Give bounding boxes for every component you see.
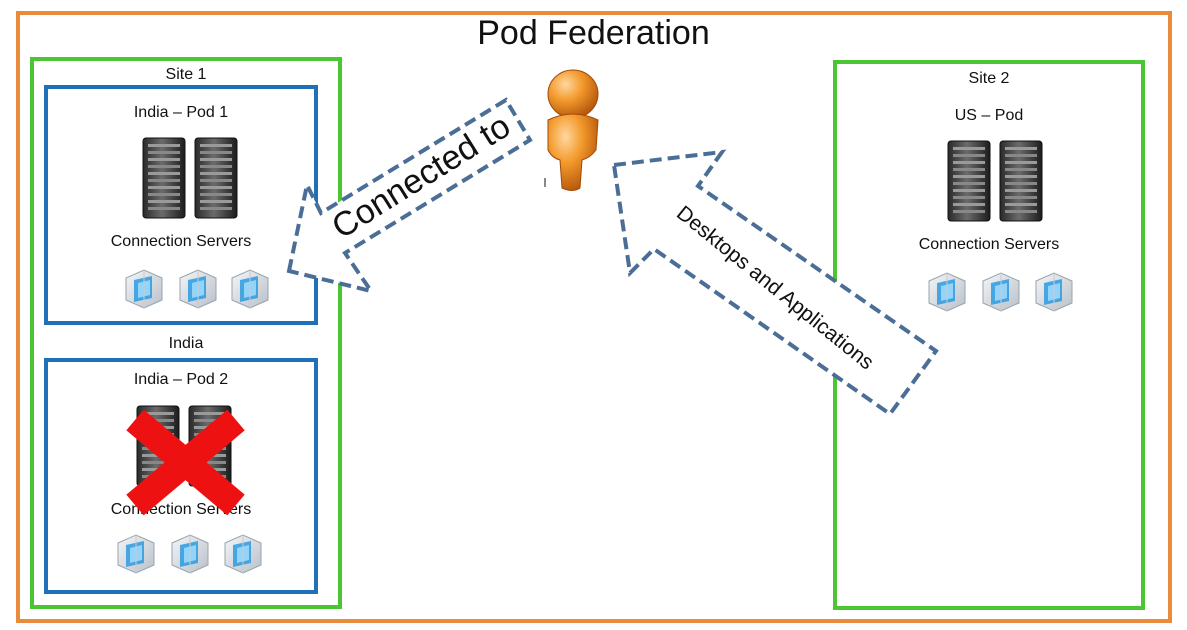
failure-x-icon <box>126 409 245 516</box>
diagram-title: Pod Federation <box>477 14 710 52</box>
virtual-desktop-icon <box>224 534 262 574</box>
site-1-box <box>30 57 342 609</box>
virtual-desktop-icon <box>125 269 163 309</box>
us-pod-servers-label: Connection Servers <box>918 236 1060 253</box>
connected-arrow <box>286 97 533 295</box>
user-icon <box>547 69 599 191</box>
india-pod-2-label: India – Pod 2 <box>133 371 229 388</box>
virtual-desktop-icon <box>1035 272 1073 312</box>
us-pod-label: US – Pod <box>954 107 1024 124</box>
virtual-desktop-icon <box>179 269 217 309</box>
india-pod-1-servers-label: Connection Servers <box>110 233 252 250</box>
india-region-label: India <box>168 335 204 352</box>
server-rack-icon <box>142 137 186 219</box>
virtual-desktop-icon <box>171 534 209 574</box>
site-2-label: Site 2 <box>968 70 1010 87</box>
pod-federation-frame <box>16 11 1172 623</box>
server-rack-icon <box>999 140 1043 222</box>
server-rack-icon <box>947 140 991 222</box>
site-1-label: Site 1 <box>165 66 207 83</box>
connected-arrow-label: Connected to <box>325 107 517 246</box>
server-rack-icon <box>194 137 238 219</box>
virtual-desktop-icon <box>117 534 155 574</box>
india-pod-2-box <box>44 358 318 594</box>
india-pod-1-label: India – Pod 1 <box>133 104 229 121</box>
virtual-desktop-icon <box>231 269 269 309</box>
virtual-desktop-icon <box>928 272 966 312</box>
desktops-arrow <box>611 149 939 417</box>
virtual-desktop-icon <box>982 272 1020 312</box>
